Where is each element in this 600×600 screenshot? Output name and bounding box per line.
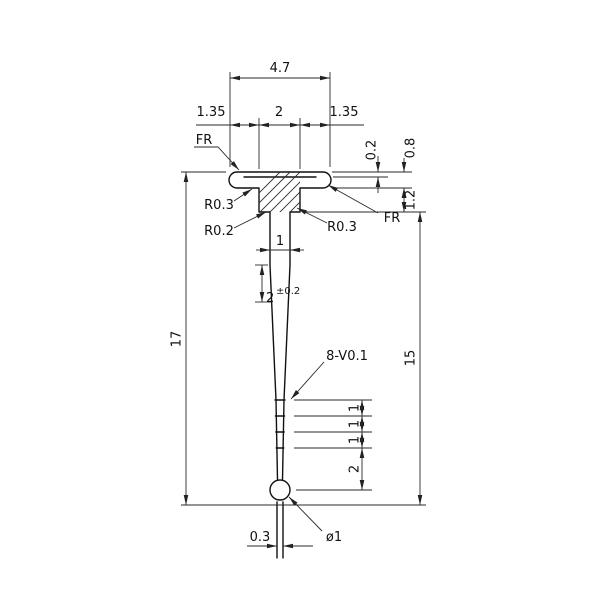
dim-overall-height: 17 [170, 331, 185, 348]
dim-left-shoulder: 1.35 [197, 105, 226, 120]
part-outline [228, 171, 332, 559]
dim-stem-length: 2 ±0.2 [266, 286, 300, 306]
dim-stem-width: 1 [276, 234, 284, 249]
dim-tip-length: 2 [348, 465, 363, 473]
dim-center-width: 2 [275, 105, 283, 120]
fr-right-leader [327, 184, 379, 214]
dim-overall-width: 4.7 [270, 61, 291, 76]
section-hatch [259, 172, 300, 212]
dim-tip-width: 0.3 [250, 530, 271, 545]
dim-flange-thickness: 0.8 [404, 138, 419, 159]
dim-groove-pitch-2: 1 [348, 420, 363, 428]
dim-pedestal-depth: 1.2 [404, 190, 419, 211]
dimension-lines [183, 75, 423, 549]
note-radius-left-upper: R0.3 [204, 198, 234, 213]
note-fr-left: FR [196, 133, 213, 148]
note-fr-right: FR [384, 211, 401, 226]
r03-left-leader [233, 188, 253, 202]
dim-shaft-height: 15 [404, 350, 419, 367]
note-radius-right: R0.3 [327, 220, 357, 235]
note-radius-left-lower: R0.2 [204, 224, 234, 239]
fr-left-leader [194, 146, 240, 171]
leader-lines [194, 146, 379, 532]
dim-groove-pitch-1: 1 [348, 404, 363, 412]
extension-lines [181, 72, 426, 506]
note-groove: 8-V0.1 [326, 349, 368, 364]
dim-right-shoulder: 1.35 [330, 105, 359, 120]
dimension-labels: 4.7 1.35 2 1.35 FR FR R0.3 R0.2 R0.3 0.2… [170, 61, 419, 545]
r03-right-leader [296, 207, 328, 224]
ball-dia-leader [288, 496, 323, 532]
dim-step-depth: 0.2 [365, 140, 380, 161]
dim-groove-pitch-3: 1 [348, 436, 363, 444]
shaft-grooves [274, 399, 286, 449]
r02-leader [233, 211, 267, 229]
ball-tip [269, 479, 291, 501]
groove-note-leader [290, 361, 325, 400]
dim-ball-diameter: ø1 [326, 530, 342, 545]
